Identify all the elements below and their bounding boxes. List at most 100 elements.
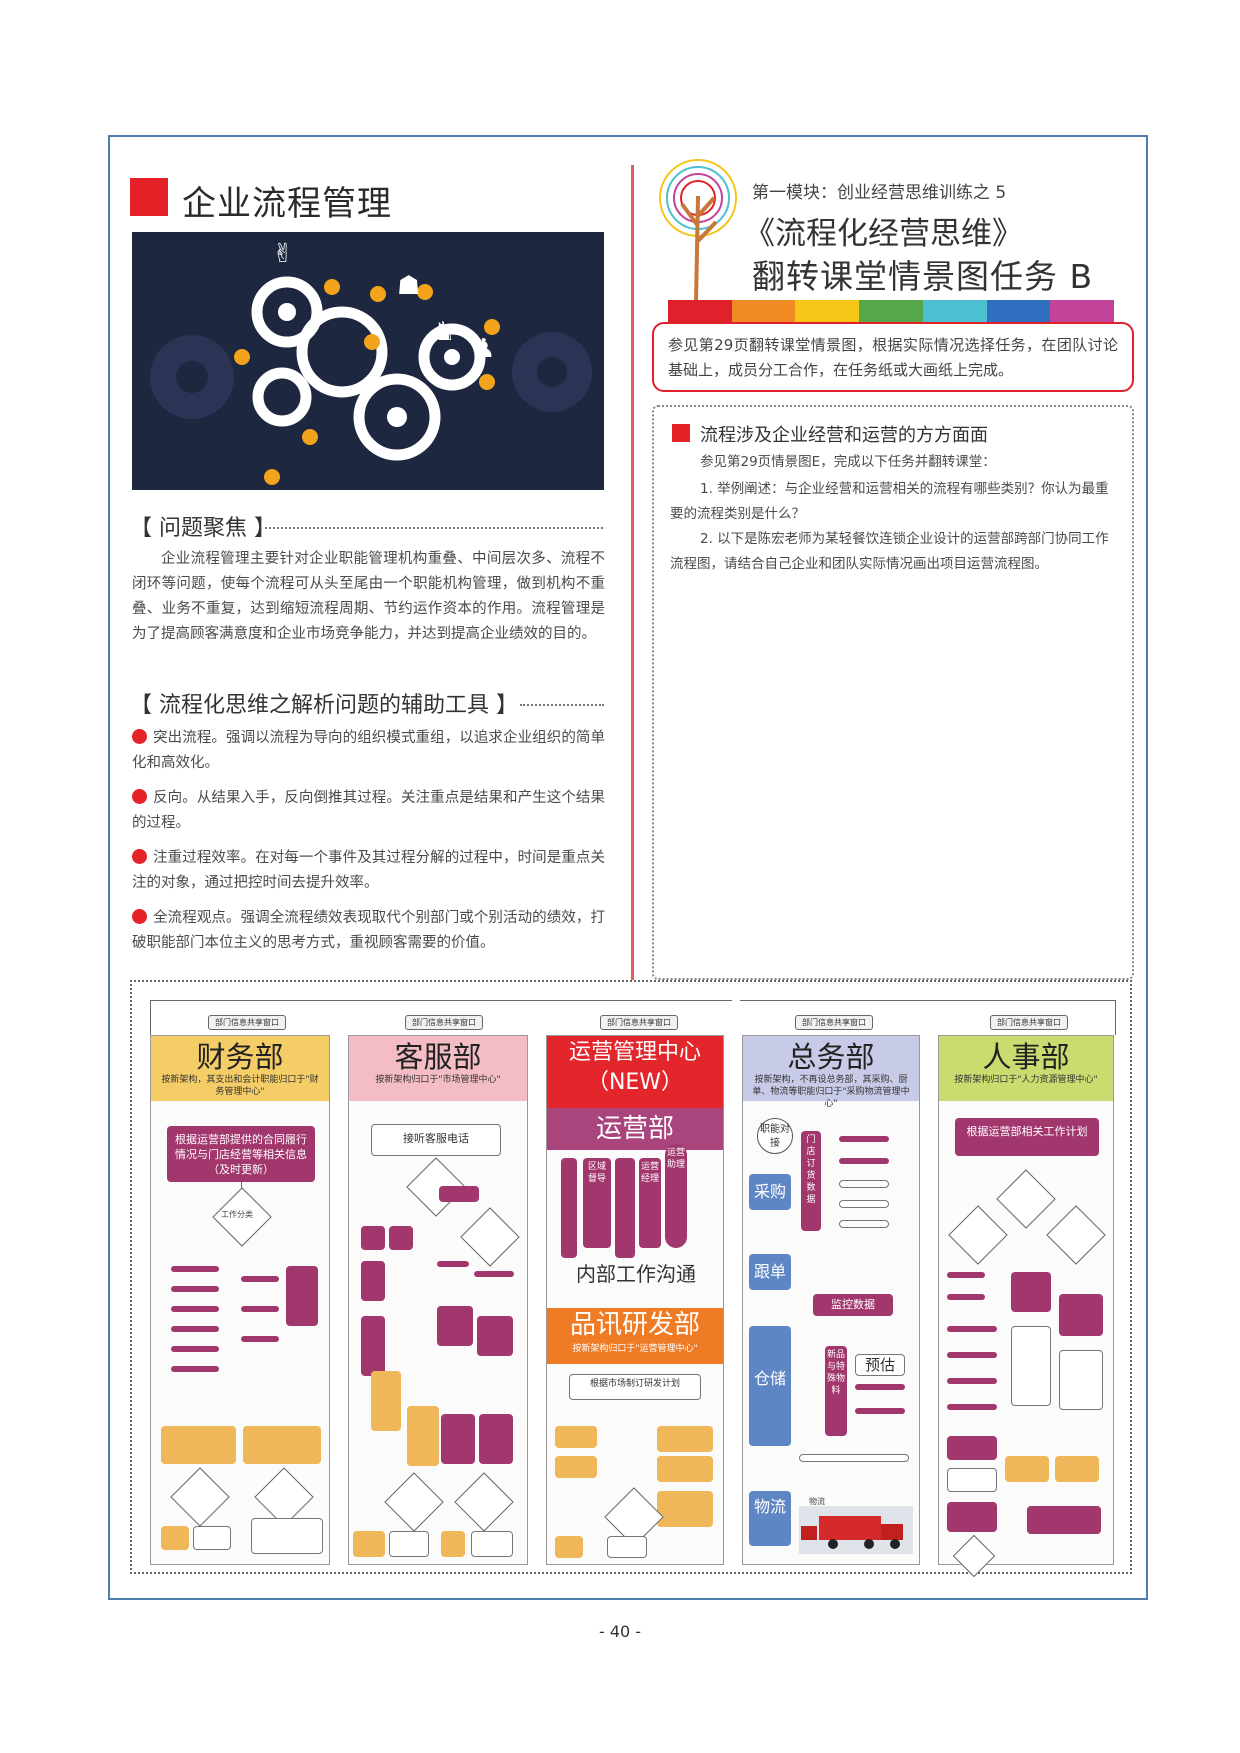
finance-end-node [161,1526,189,1550]
decision-diamond [1046,1205,1106,1265]
rd-end-node [555,1536,583,1558]
track-node: 跟单 [749,1254,791,1290]
cs-node [477,1316,513,1356]
lane-cs-name: 客服部 [394,1040,482,1074]
finance-node [171,1286,219,1292]
decision-diamond [996,1169,1056,1229]
internal-comm: 内部工作沟通 [576,1262,696,1286]
finance-end-node [251,1518,323,1554]
general-node [839,1200,889,1208]
purchase-node: 采购 [749,1174,791,1210]
rd-node [555,1426,597,1448]
logistics-node: 物流 [749,1491,791,1546]
finance-node [171,1346,219,1352]
instruction-text: 参见第29页翻转课堂情景图，根据实际情况选择任务，在团队讨论基础上，成员分工合作… [668,336,1118,379]
hr-node [1027,1506,1101,1534]
hr-node [947,1404,997,1410]
hr-node [947,1468,997,1492]
decision-diamond [460,1207,520,1267]
finance-node [241,1336,279,1342]
cs-end-node [353,1531,385,1557]
hr-node [947,1294,985,1300]
flow-line [150,1000,151,1035]
ops-assistant-text: 运营助理 [667,1148,686,1170]
cs-node [439,1186,479,1202]
page-frame [108,135,1148,1600]
hr-node [947,1378,997,1384]
ops-assistant: 运营助理 [665,1144,687,1248]
store-data-node: 门店订货数据 [801,1131,821,1231]
rd-end-node [607,1536,647,1558]
rainbow-seg [859,300,923,322]
lane-cs: 客服部 按新架构归口于"市场管理中心" 接听客服电话 [348,1035,528,1565]
finance-node [171,1326,219,1332]
truck-icon [799,1506,913,1554]
finance-node [241,1276,279,1282]
lane-general-header: 总务部 按新架构，不再设总务部，其采购、厨单、物流等职能归口于"采购物流管理中心… [743,1036,919,1109]
lane-finance-header: 财务部 按新架构，其支出和会计职能归口于"财务管理中心" [151,1036,329,1101]
rainbow-seg [795,300,860,322]
bullet-dot [132,909,147,924]
rainbow-seg [668,300,732,322]
tools-dots [520,704,604,706]
decision-diamond [948,1205,1008,1265]
bullet-4: 全流程观点。强调全流程绩效表现取代个别部门或个别活动的绩效，打破职能部门本位主义… [132,906,605,956]
cs-end-node [441,1531,465,1557]
cs-end-node [471,1531,513,1557]
work-label: 工作分类 [221,1210,253,1219]
cs-node [361,1226,385,1250]
warehouse-node: 仓储 [749,1326,791,1446]
rd-node [555,1456,597,1478]
cs-node [437,1261,469,1267]
bullet-dot [132,849,147,864]
flow-top-line [150,1000,732,1001]
finance-end-node [193,1526,231,1550]
decision-diamond [384,1472,444,1532]
rainbow-seg [731,300,796,322]
lane-ops: 运营管理中心（NEW） 运营部 区域督导 运营经理 运营助理 内部工作沟通 品讯… [546,1035,724,1565]
title-marker [130,178,168,216]
lane-finance: 财务部 按新架构，其支出和会计职能归口于"财务管理中心" 根据运营部提供的合同履… [150,1035,330,1565]
tree-icon [659,159,737,303]
bullet-3: 注重过程效率。在对每一个事件及其过程分解的过程中，时间是重点关注的对象，通过把控… [132,846,605,896]
hr-node [947,1436,997,1460]
hr-orange-node [1055,1456,1099,1482]
rd-node [657,1426,713,1452]
ops-node [615,1158,635,1258]
bullet-dot [132,789,147,804]
monitor-node: 监控数据 [813,1294,893,1316]
gears-illustration: ✌☗♞♟ [132,232,604,490]
bullet-3-text: 注重过程效率。在对每一个事件及其过程分解的过程中，时间是重点关注的对象，通过把控… [132,850,605,891]
forecast-node: 预估 [855,1354,905,1376]
general-node [855,1384,905,1390]
hr-top-node: 根据运营部相关工作计划 [955,1118,1099,1156]
task-heading: 流程涉及企业经营和运营的方方面面 [700,425,988,446]
share-tag: 部门信息共享窗口 [795,1015,873,1030]
task-2: 2. 以下是陈宏老师为某轻餐饮连锁企业设计的运营部跨部门协同工作流程图，请结合自… [670,531,1109,572]
area-supervisor-text: 区域督导 [587,1162,606,1184]
bullet-2: 反向。从结果入手，反向倒推其过程。关注重点是结果和产生这个结果的过程。 [132,786,605,836]
lane-general-sub: 按新架构，不再设总务部，其采购、厨单、物流等职能归口于"采购物流管理中心" [752,1075,910,1109]
truck-label: 物流 [809,1497,825,1506]
hr-orange-node [1005,1456,1049,1482]
svg-text:☗: ☗ [397,271,420,301]
general-node [799,1454,909,1462]
general-node [839,1180,889,1188]
focus-heading: 【 问题聚焦 】 [130,516,276,541]
lane-finance-name: 财务部 [196,1040,284,1074]
rainbow-seg [922,300,987,322]
svg-text:♟: ♟ [472,334,495,364]
ops-node [561,1158,577,1258]
bullet-dot [132,729,147,744]
section-marker [672,424,690,442]
finance-orange-node [161,1426,236,1464]
lane-hr-sub: 按新架构归口于"人力资源管理中心" [954,1075,1098,1085]
ops-manager: 运营经理 [639,1158,661,1248]
decision-diamond [170,1467,230,1527]
tools-heading: 【 流程化思维之解析问题的辅助工具 】 [130,693,518,718]
general-node [855,1408,905,1414]
cs-node [474,1271,514,1277]
bullet-1: 突出流程。强调以流程为导向的组织模式重组，以追求企业组织的简单化和高效化。 [132,726,605,776]
cs-top-node: 接听客服电话 [371,1124,501,1156]
lane-cs-sub: 按新架构归口于"市场管理中心" [375,1075,501,1085]
